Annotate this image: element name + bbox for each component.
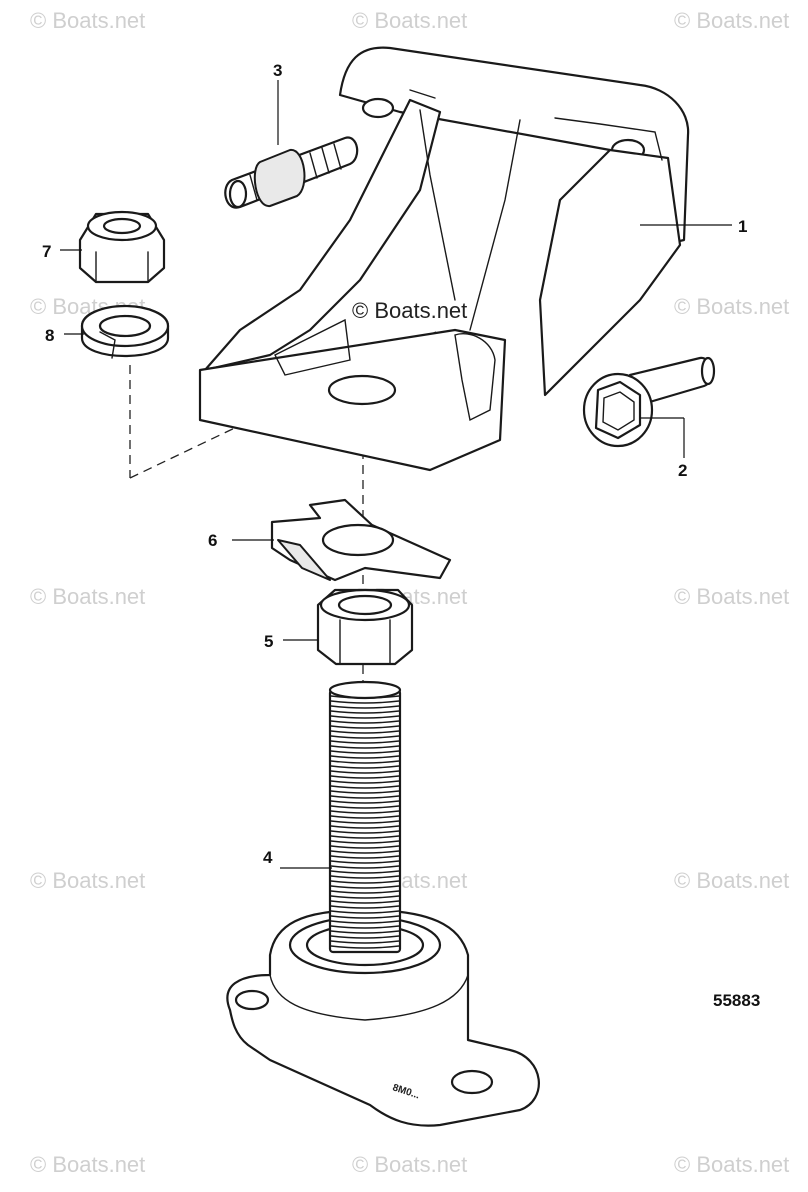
thread-line (330, 945, 400, 949)
thread-line (330, 865, 400, 869)
callout-2: 2 (678, 461, 687, 480)
thread-line (330, 910, 400, 914)
watermark: © Boats.net (352, 1152, 467, 1177)
thread-line (330, 775, 400, 779)
watermark: © Boats.net (674, 8, 789, 33)
engine-mount: 8M0... (226, 680, 540, 1127)
thread-line (330, 785, 400, 789)
callout-7: 7 (42, 242, 51, 261)
thread-line (330, 810, 400, 814)
watermark: © Boats.net (30, 1152, 145, 1177)
thread-line (330, 825, 400, 829)
thread-line (330, 730, 400, 734)
thread-line (330, 930, 400, 934)
thread-line (330, 850, 400, 854)
lock-nut (78, 210, 166, 284)
watermark: © Boats.net (30, 8, 145, 33)
figure-number: 55883 (713, 991, 760, 1010)
thread-line (330, 745, 400, 749)
thread-line (330, 855, 400, 859)
thread-line (330, 905, 400, 909)
thread-line (330, 755, 400, 759)
callout-4: 4 (263, 848, 273, 867)
thread-line (330, 735, 400, 739)
mounting-bracket (198, 46, 690, 472)
thread-line (330, 705, 400, 709)
thread-line (330, 760, 400, 764)
thread-line (330, 920, 400, 924)
thread-line (330, 770, 400, 774)
thread-line (330, 935, 400, 939)
callout-6: 6 (208, 531, 217, 550)
thread-line (330, 820, 400, 824)
watermark: © Boats.net (674, 1152, 789, 1177)
lock-washer (80, 304, 170, 359)
threaded-stud (224, 136, 359, 209)
flange-bolt (582, 356, 716, 448)
thread-line (330, 720, 400, 724)
watermark: © Boats.net (30, 868, 145, 893)
thread-line (330, 710, 400, 714)
thread-line (330, 715, 400, 719)
callout-8: 8 (45, 326, 54, 345)
watermark: © Boats.net (674, 294, 789, 319)
watermark: © Boats.net (674, 584, 789, 609)
tab-washer (270, 498, 452, 582)
thread-line (330, 805, 400, 809)
thread-line (330, 875, 400, 879)
thread-line (330, 900, 400, 904)
thread-line (330, 860, 400, 864)
callout-5: 5 (264, 632, 273, 651)
thread-line (330, 750, 400, 754)
callout-1: 1 (738, 217, 747, 236)
callout-labels: 1 2 3 4 5 6 7 8 (42, 61, 747, 867)
thread-line (330, 840, 400, 844)
thread-line (330, 765, 400, 769)
watermark-layer: © Boats.net © Boats.net © Boats.net © Bo… (30, 8, 789, 1177)
watermark: © Boats.net (674, 868, 789, 893)
thread-line (330, 830, 400, 834)
thread-line (330, 885, 400, 889)
thread-line (330, 790, 400, 794)
thread-line (330, 800, 400, 804)
watermark: © Boats.net (352, 8, 467, 33)
thread-line (330, 740, 400, 744)
thread-line (330, 725, 400, 729)
thread-line (330, 925, 400, 929)
thread-line (330, 870, 400, 874)
thread-line (330, 915, 400, 919)
thread-line (330, 835, 400, 839)
thread-line (330, 795, 400, 799)
thread-line (330, 780, 400, 784)
thread-line (330, 880, 400, 884)
thread-line (330, 695, 400, 699)
rod-threads (330, 695, 400, 949)
thread-line (330, 700, 400, 704)
thread-line (330, 815, 400, 819)
leader-lines (60, 80, 732, 869)
thread-line (330, 895, 400, 899)
callout-3: 3 (273, 61, 282, 80)
center-watermark: © Boats.net (352, 298, 467, 323)
watermark: © Boats.net (30, 584, 145, 609)
thread-line (330, 890, 400, 894)
thread-line (330, 845, 400, 849)
hex-nut (316, 588, 414, 666)
thread-line (330, 940, 400, 944)
